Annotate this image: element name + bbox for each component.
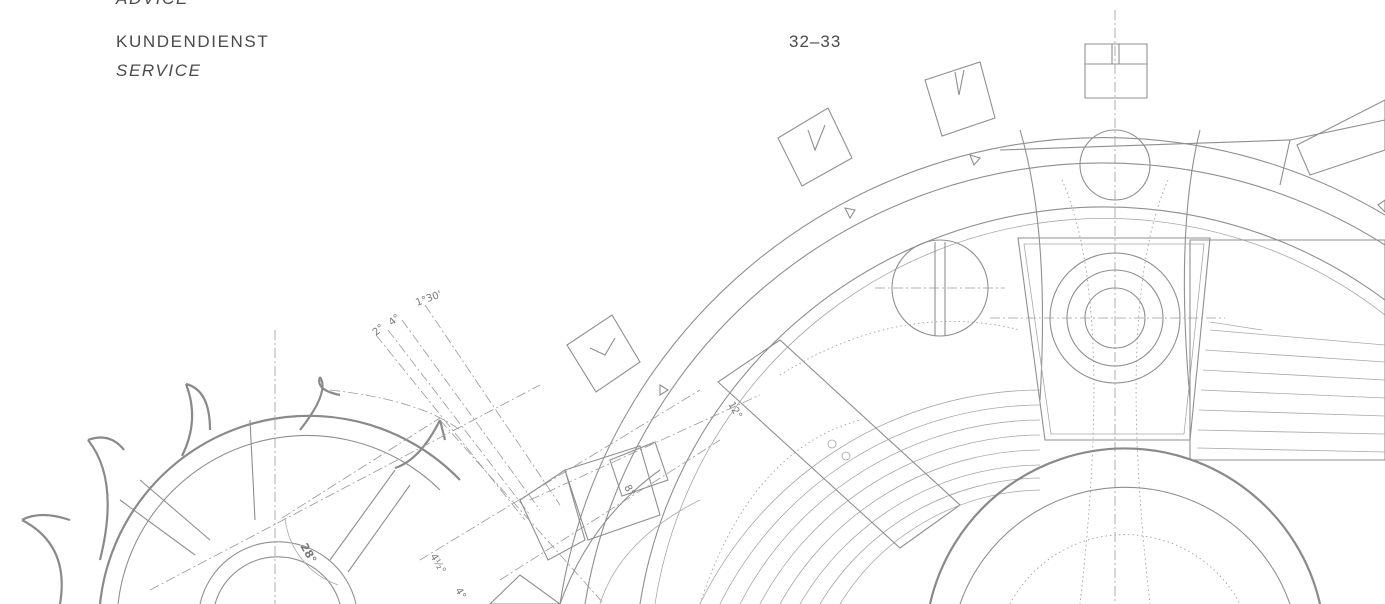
escape-wheel-drawing [21,304,761,604]
toc-entry-subtitle: SERVICE [116,61,202,80]
svg-text:1°30': 1°30' [414,289,443,309]
svg-text:28°: 28° [297,541,319,566]
svg-text:4°: 4° [387,313,403,329]
toc-entry-page-range: 32–33 [789,32,842,51]
toc-entry-secondary: ADVICE [116,0,856,11]
svg-text:4½°: 4½° [427,552,448,576]
svg-text:2°: 2° [371,323,387,339]
svg-text:8°: 8° [621,483,636,498]
svg-text:4°: 4° [452,586,467,601]
dimension-labels: 1°30' 2° 4° 12° 8° 28° 4½° 4° [297,289,743,601]
balance-wheel-drawing [559,10,1385,604]
toc-entry-title: KUNDENDIENST [116,32,270,51]
toc-entry-service[interactable]: KUNDENDIENST SERVICE 32–33 [116,30,856,83]
toc-entry-advice: ADVICE [116,0,856,11]
